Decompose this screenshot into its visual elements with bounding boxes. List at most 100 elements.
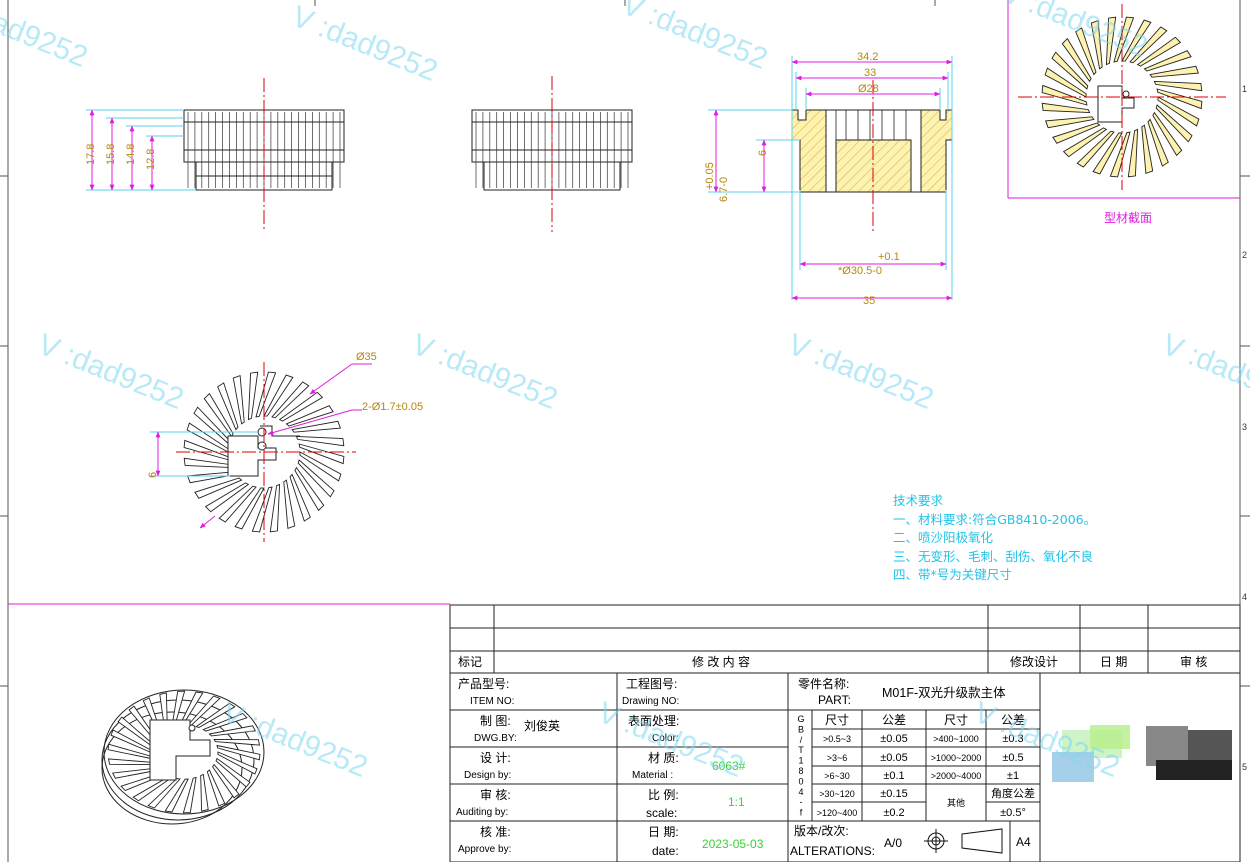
radial-fin (195, 702, 236, 728)
tol-cell: ±0.05 (880, 733, 907, 745)
radial-fin (299, 451, 342, 482)
dim-12-8: 12.8 (145, 149, 157, 170)
date-label: 日 期: (648, 825, 679, 839)
dim-14-8: 14.8 (125, 144, 137, 165)
gb-letter: 1 (798, 756, 803, 766)
material-label: 材 质: (648, 751, 679, 765)
tol-cell: >120~400 (817, 808, 858, 818)
profile-caption: 型材截面 (1104, 211, 1152, 225)
title-block (449, 604, 1241, 862)
radial-fin (182, 776, 197, 814)
tol-header: 公差 (1001, 713, 1025, 727)
tech-item-3: 三、无变形、毛刺、刮伤、氧化不良 (893, 548, 1094, 564)
dim-bore: *Ø30.5-0 (838, 265, 882, 277)
rev-content: 修 改 内 容 (692, 654, 750, 669)
radial-fin (294, 466, 325, 512)
gb-letter: - (800, 797, 803, 807)
radial-fin (206, 769, 226, 807)
dim-d28: Ø28 (858, 83, 879, 95)
top-view-dims (150, 363, 372, 529)
border-mark-4: 4 (1242, 592, 1247, 602)
tech-item-1: 一、材料要求:符合GB8410-2006。 (893, 511, 1097, 527)
radial-fin (216, 744, 261, 761)
radial-fin (1075, 27, 1097, 76)
title-block-text: 标记 修 改 内 容 修改设计 日 期 审 核 产品型号: ITEM NO: 工… (456, 654, 1207, 858)
gb-letter: T (798, 745, 804, 755)
radial-fin (218, 485, 257, 523)
radial-fin (283, 479, 296, 530)
radial-fin (255, 371, 277, 418)
tol-cell: >400~1000 (933, 734, 979, 744)
radial-fin (217, 382, 239, 431)
radial-fin (213, 738, 261, 746)
scale-value: 1:1 (728, 795, 745, 809)
radial-fin (1129, 26, 1168, 64)
drawn-value: 刘俊英 (524, 718, 560, 733)
drawing-no-label: 工程图号: (626, 676, 677, 691)
radial-fin (269, 483, 281, 533)
tol-cell: ±0.15 (880, 788, 907, 800)
dim-15-8: 15.8 (105, 144, 117, 165)
approve-label: 核 准: (480, 825, 511, 839)
radial-fin (247, 371, 259, 421)
tol-cell: 其他 (947, 797, 965, 808)
part-en-label: PART: (818, 693, 851, 707)
radial-fin (1090, 19, 1103, 70)
radial-fin (1149, 65, 1200, 78)
tol-cell: >1000~2000 (931, 753, 982, 763)
radial-fin (1041, 102, 1091, 114)
section-dim-labels: 34.2 33 Ø28 +0.05 6.7-0 6 +0.1 *Ø30.5-0 … (704, 51, 900, 307)
scale-en: scale: (646, 806, 677, 820)
audit-en: Auditing by: (456, 807, 508, 818)
watermark-2: V :dad9252 (617, 0, 772, 76)
date-value: 2023-05-03 (702, 837, 764, 851)
radial-fin (297, 459, 335, 498)
dim-tol-a: +0.05 (704, 162, 716, 190)
dim-33: 33 (864, 67, 876, 79)
watermark-12: V :dad9252 (0, 696, 2, 784)
dim-tol-b: 6.7-0 (718, 177, 730, 202)
watermark-5: V :dad9252 (33, 328, 188, 416)
radial-fin (1157, 96, 1200, 127)
material-value: 6063# (712, 759, 746, 773)
radial-fin (1156, 88, 1203, 110)
gb-letter: / (800, 735, 803, 745)
radial-fin (271, 381, 310, 419)
radial-fin (278, 391, 324, 422)
audit-label: 审 核: (480, 787, 511, 802)
surface-label: 表面处理: (628, 714, 679, 728)
radial-fin (285, 405, 334, 427)
tol-header: 公差 (882, 713, 906, 727)
section-view (791, 80, 953, 232)
front-view (183, 78, 345, 232)
radial-fin (212, 763, 240, 799)
radial-fin (263, 374, 294, 417)
radial-fin (234, 487, 265, 530)
border-mark-1: 1 (1242, 84, 1247, 94)
radial-fin (1155, 104, 1193, 143)
tol-cell: ±0.5 (1002, 752, 1023, 764)
tech-item-4: 四、带*号为关键尺寸 (893, 567, 1012, 582)
version-label: 版本/改次: (794, 824, 849, 838)
gb-letter: 8 (798, 766, 803, 776)
company-logo (1052, 725, 1232, 782)
radial-fin (1121, 19, 1152, 62)
tol-cell: >2000~4000 (931, 771, 982, 781)
gb-letter: B (798, 724, 804, 734)
tol-cell: ±1 (1007, 770, 1019, 782)
watermark-4: V :dad9252 (0, 0, 92, 74)
product-model-label: 产品型号: (458, 677, 509, 691)
technical-requirements: 技术要求 一、材料要求:符合GB8410-2006。 二、喷沙阳极氧化 三、无变… (893, 492, 1096, 585)
surface-en: Color: (652, 733, 679, 744)
drawn-label: 制 图: (480, 714, 511, 728)
radial-fin (1041, 84, 1088, 106)
design-en: Design by: (464, 770, 511, 781)
drawn-en: DWG.BY: (474, 733, 517, 744)
radial-fin (1044, 116, 1095, 129)
date-en: date: (652, 844, 679, 858)
dim-35: 35 (863, 295, 875, 307)
gb-letter: f (800, 808, 803, 818)
radial-fin (1076, 130, 1115, 168)
dim-6: 6 (757, 150, 769, 156)
